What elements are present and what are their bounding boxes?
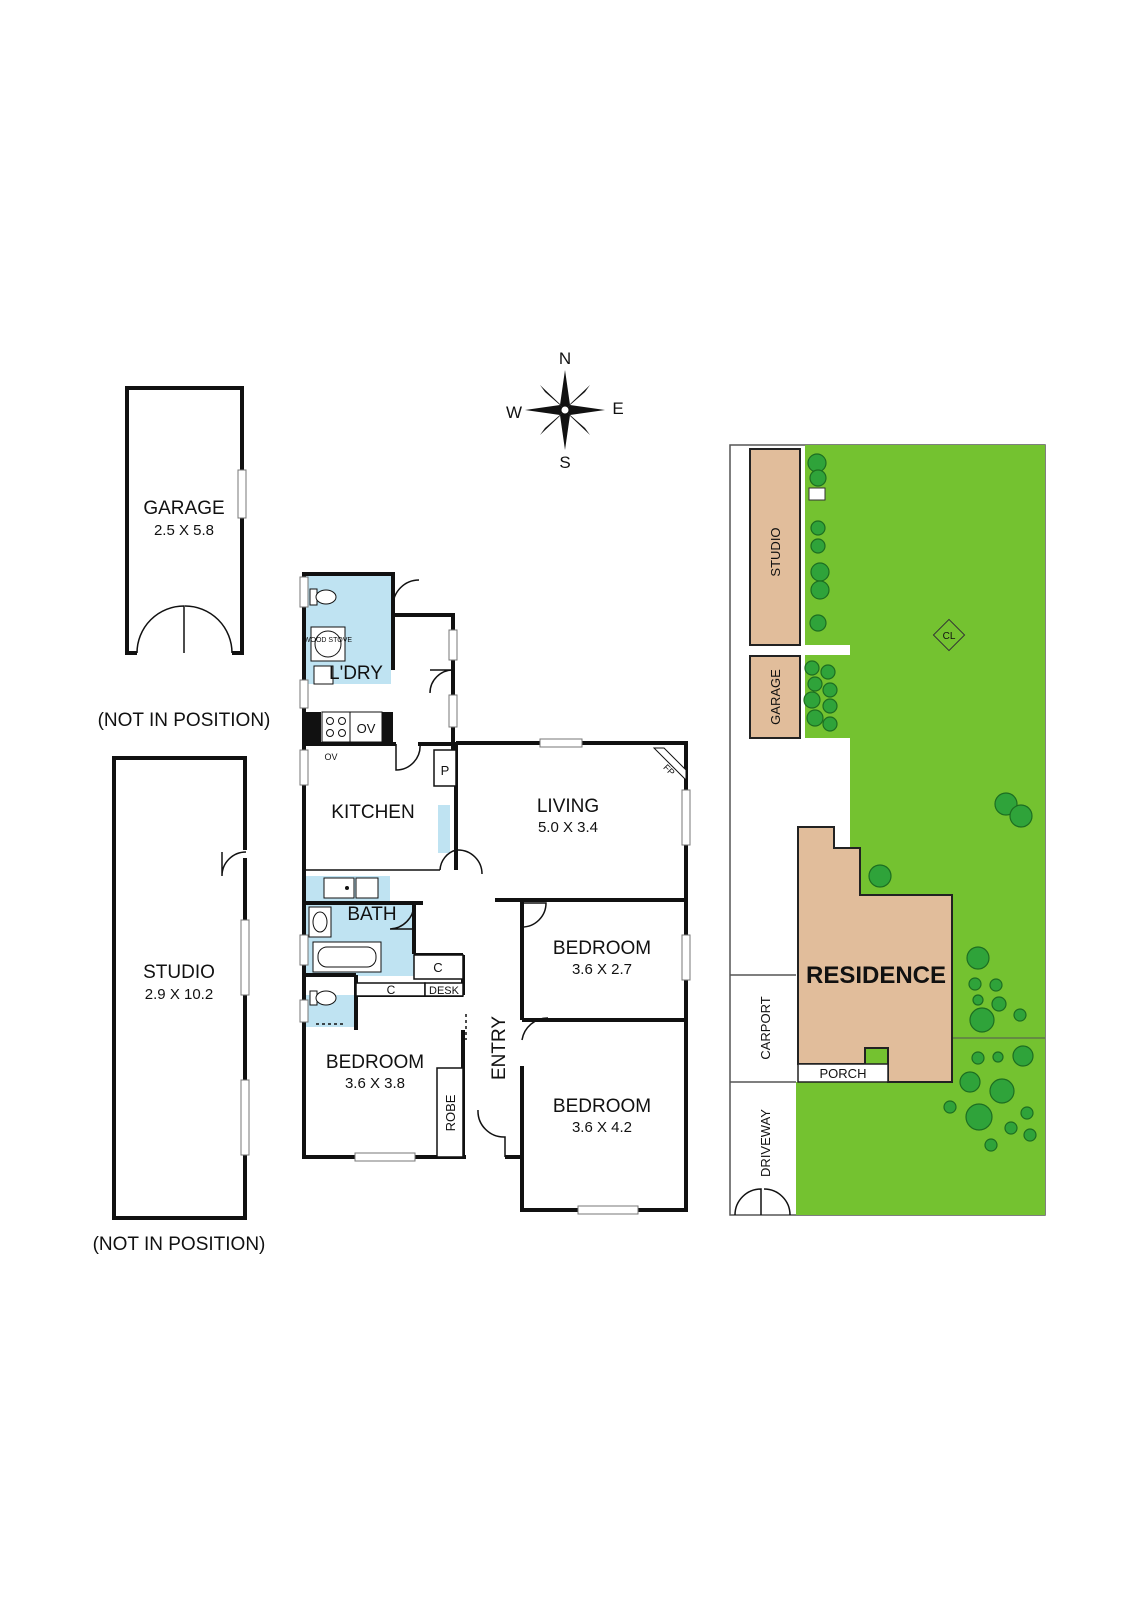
pantry-box [433,749,457,787]
oven-label: OV [357,721,376,736]
wall-block-icon-2 [382,712,393,744]
driveway-label: DRIVEWAY [758,1109,773,1177]
wall-block-icon [306,712,321,744]
bedroom2-name: BEDROOM [326,1052,424,1073]
bedroom3-name: BEDROOM [553,1096,651,1117]
laundry-toilet-icon [309,588,337,606]
bedroom2-dims: 3.6 X 3.8 [345,1075,405,1092]
site-garage [749,655,801,739]
bedroom3-door [521,1017,549,1041]
bedroom3-dims: 3.6 X 4.2 [572,1119,632,1136]
site-plan: STUDIO GARAGE RESIDENCE PORCH CARPORT DR… [729,444,1046,1216]
detached-studio: STUDIO 2.9 X 10.2 (NOT IN POSITION) [93,756,266,1255]
oven-small-label: OV [324,752,337,762]
front-door [477,1109,506,1157]
compass-south-label: S [559,453,570,472]
bath-door [389,904,415,930]
bedroom1-name: BEDROOM [553,938,651,959]
garden-trees [803,453,1037,1152]
laundry-label: L'DRY [329,663,383,684]
clothesline-icon: CL [932,618,966,652]
site-studio [749,448,801,646]
driveway-gate [734,1188,762,1216]
garage-dims: 2.5 X 5.8 [154,522,214,539]
kitchen-bench-strip [438,805,450,853]
studio-dims: 2.9 X 10.2 [145,986,213,1003]
site-studio-label: STUDIO [768,527,783,576]
compass-east-label: E [612,399,623,418]
main-floor-plan: WOOD STOVE OV OV [299,572,691,1215]
bath-label: BATH [347,904,396,925]
clothesline-label: CL [943,631,956,642]
wood-stove-label: WOOD STOVE [304,637,352,644]
kitchen-door [395,743,421,771]
laundry-door [392,579,420,607]
robe-label: ROBE [443,1094,458,1131]
bathtub-icon [312,941,382,973]
bedroom1-door [521,902,547,928]
compass-north-label: N [559,349,571,368]
fireplace-icon: FP [652,747,687,782]
kitchen-sink-icon [323,877,379,899]
side-door [429,669,454,694]
wood-stove-icon: WOOD STOVE [304,626,352,662]
compass-rose: N S E W [506,349,624,472]
studio-position-note: (NOT IN POSITION) [93,1234,266,1255]
bedroom1-dims: 3.6 X 2.7 [572,961,632,978]
cupboard-label: C [433,960,442,975]
site-garage-label: GARAGE [768,669,783,725]
desk-label: DESK [429,985,460,997]
pantry-label: P [441,763,450,778]
living-dims: 5.0 X 3.4 [538,819,598,836]
cupboard2-label: C [387,983,396,997]
kitchen-entry-door [439,849,457,871]
porch-label: PORCH [820,1066,867,1081]
vanity-basin-icon [308,906,332,938]
entry-label: ENTRY [489,1016,510,1080]
garage-position-note: (NOT IN POSITION) [98,710,271,731]
cooktop-icon [321,711,351,743]
kitchen-label: KITCHEN [331,802,414,823]
compass-west-label: W [506,403,522,422]
studio-name: STUDIO [143,962,215,983]
detached-garage: GARAGE 2.5 X 5.8 (NOT IN POSITION) [98,386,271,731]
living-door [457,849,483,875]
bedroom-toilet-icon [309,990,337,1006]
living-name: LIVING [537,796,599,817]
carport-label: CARPORT [758,996,773,1059]
garage-name: GARAGE [143,498,224,519]
laundry-tub-icon [313,665,334,685]
residence-label: RESIDENCE [806,962,946,989]
